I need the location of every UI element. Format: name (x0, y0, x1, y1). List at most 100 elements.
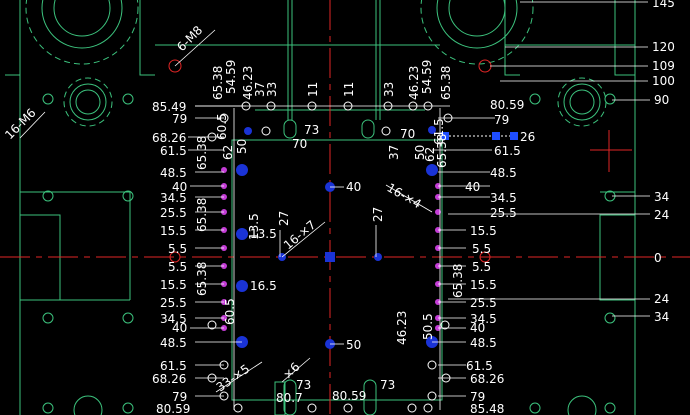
dim-circle (307, 403, 317, 413)
right-dim: 61.5 (432, 118, 446, 145)
dim-label: 34.5 (470, 312, 497, 326)
corner-hole (604, 93, 616, 105)
leader (281, 357, 311, 383)
outline-segment (614, 0, 635, 76)
dim-label: 15.5 (470, 224, 497, 238)
outline-segment (504, 0, 520, 76)
scale-label: 109 (652, 59, 675, 73)
dim-circle (207, 132, 217, 142)
dim-label: 68.26 (152, 131, 186, 145)
dim-circle (423, 101, 433, 111)
dim-label: 54.59 (224, 60, 238, 94)
boss-dashed (25, 0, 139, 65)
grip-square (441, 132, 449, 140)
boss-dashed (63, 77, 113, 127)
right-dim: 65.38 (451, 264, 465, 298)
dim-label: 33 (382, 82, 396, 97)
left-dim: 50 (235, 139, 249, 154)
blue-hole (428, 126, 436, 134)
blue-hole (374, 253, 382, 261)
leader (281, 221, 326, 258)
right-dim: 65.38 (435, 134, 449, 168)
dim-circle (207, 320, 217, 330)
boss-circle (563, 83, 601, 121)
magenta-hole (221, 167, 227, 173)
dimension-leaders (19, 1, 650, 410)
right-dim: 80.59 (490, 98, 524, 112)
dim-circle (441, 373, 451, 383)
blue-hole (426, 164, 438, 176)
m8-hole (168, 59, 182, 73)
mid-dim: 73 (304, 123, 319, 137)
corner-hole (42, 312, 54, 324)
dim-circle (219, 113, 229, 123)
center-dim: 27 (277, 211, 291, 226)
corner-hole (529, 402, 541, 414)
right-dim: 46.23 (395, 311, 409, 345)
dim-label: 40 (465, 180, 480, 194)
magenta-hole (435, 209, 441, 215)
boss-dashed (557, 77, 607, 127)
corner-hole (122, 312, 134, 324)
red-hole (479, 251, 491, 263)
boss-circle (567, 395, 597, 415)
dim-circle (343, 403, 353, 413)
dim-circle (423, 403, 433, 413)
selection-grips[interactable] (441, 132, 518, 140)
center-dim: 40 (346, 180, 361, 194)
leader (174, 29, 216, 67)
dim-label: 68.26 (470, 372, 504, 386)
dim-label: 40 (470, 321, 485, 335)
blue-hole (236, 280, 248, 292)
dim-circle (427, 391, 437, 401)
bottom-dim: 73 (380, 378, 395, 392)
left-dim: 60.5 (215, 113, 229, 140)
dim-circle (383, 101, 393, 111)
right-dim-labels: 79 61.5 48.5 40 34.5 25.5 15.5 5.5 5.5 1… (465, 113, 521, 415)
scale-label: 100 (652, 74, 675, 88)
blue-hole (236, 164, 248, 176)
dim-label: 85.48 (470, 402, 504, 415)
dim-label: 61.5 (466, 359, 493, 373)
dim-label: 5.5 (168, 242, 187, 256)
corner-hole (529, 93, 541, 105)
tube (283, 119, 297, 139)
dim-label: 34.5 (160, 191, 187, 205)
dim-label: 25.5 (160, 296, 187, 310)
left-dim: 65.38 (195, 262, 209, 296)
dim-label: 40 (172, 321, 187, 335)
dim-label: 37 (253, 82, 267, 97)
dashed-bosses (25, 0, 607, 127)
dim-circles (207, 101, 453, 413)
bottom-dim: 80.7 (276, 391, 303, 405)
boss-circle (569, 89, 595, 115)
dim-label: 46.23 (241, 66, 255, 100)
dim-label: 34.5 (160, 312, 187, 326)
dim-label: 61.5 (160, 359, 187, 373)
left-dim: 13.5 (250, 227, 277, 241)
dim-label: 61.5 (160, 144, 187, 158)
left-dim-labels: 85.49 79 68.26 61.5 48.5 40 34.5 25.5 15… (152, 100, 190, 415)
bottom-dim: 80.59 (332, 389, 366, 403)
dim-label: 25.5 (490, 206, 517, 220)
dim-label: 48.5 (160, 336, 187, 350)
dim-label: 15.5 (160, 278, 187, 292)
dim-label: 61.5 (494, 144, 521, 158)
tube (363, 379, 377, 415)
dim-label: 25.5 (470, 296, 497, 310)
dim-circle (343, 101, 353, 111)
mid-dim: 70 (400, 127, 415, 141)
outline-segment (139, 0, 155, 76)
blue-hole (236, 228, 248, 240)
scale-label: 34 (654, 310, 669, 324)
right-dim: 50.5 (421, 313, 435, 340)
red-hole (169, 251, 181, 263)
left-dim: 16.5 (250, 279, 277, 293)
corner-hole (604, 402, 616, 414)
boss-circle (73, 395, 103, 415)
dim-label: 79 (470, 390, 485, 404)
dim-circle (407, 403, 417, 413)
corner-hole (122, 402, 134, 414)
scale-label: 24 (654, 292, 669, 306)
